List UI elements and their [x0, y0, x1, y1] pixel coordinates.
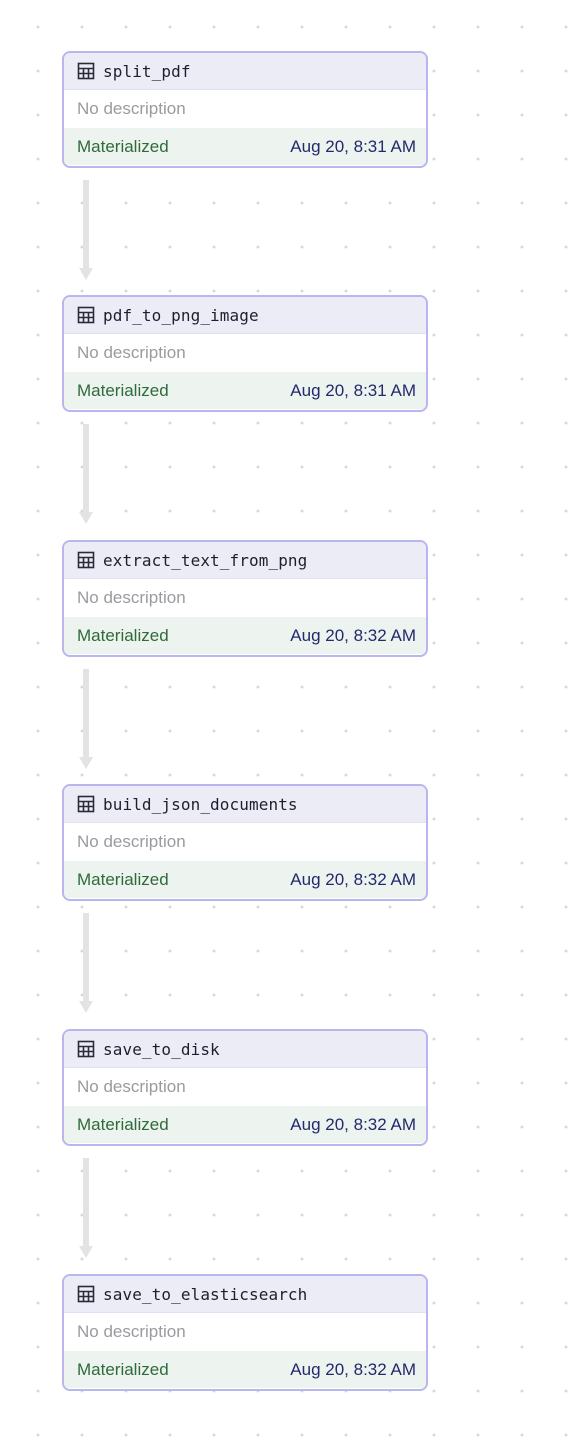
- status-label: Materialized: [77, 136, 169, 156]
- materialized-timestamp[interactable]: Aug 20, 8:31 AM: [290, 380, 416, 400]
- asset-name[interactable]: save_to_elasticsearch: [103, 1284, 308, 1304]
- asset-node-header[interactable]: split_pdf: [64, 53, 426, 90]
- asset-node-save-to-disk[interactable]: save_to_disk No description Materialized…: [62, 1029, 428, 1146]
- asset-description: No description: [64, 1068, 426, 1106]
- asset-name[interactable]: extract_text_from_png: [103, 550, 308, 570]
- asset-status-row: Materialized Aug 20, 8:31 AM: [64, 128, 426, 165]
- materialized-timestamp[interactable]: Aug 20, 8:32 AM: [290, 1114, 416, 1134]
- materialized-timestamp[interactable]: Aug 20, 8:32 AM: [290, 625, 416, 645]
- asset-description: No description: [64, 823, 426, 861]
- materialized-timestamp[interactable]: Aug 20, 8:32 AM: [290, 869, 416, 889]
- asset-name[interactable]: pdf_to_png_image: [103, 305, 259, 325]
- asset-description: No description: [64, 1313, 426, 1351]
- status-label: Materialized: [77, 1359, 169, 1379]
- asset-status-row: Materialized Aug 20, 8:32 AM: [64, 861, 426, 898]
- asset-node-pdf-to-png-image[interactable]: pdf_to_png_image No description Material…: [62, 295, 428, 412]
- asset-node-header[interactable]: save_to_elasticsearch: [64, 1276, 426, 1313]
- asset-node-header[interactable]: build_json_documents: [64, 786, 426, 823]
- asset-status-row: Materialized Aug 20, 8:32 AM: [64, 1106, 426, 1143]
- status-label: Materialized: [77, 869, 169, 889]
- status-label: Materialized: [77, 1114, 169, 1134]
- table-icon: [77, 1040, 95, 1058]
- table-icon: [77, 62, 95, 80]
- asset-status-row: Materialized Aug 20, 8:32 AM: [64, 617, 426, 654]
- table-icon: [77, 551, 95, 569]
- asset-description: No description: [64, 579, 426, 617]
- asset-node-header[interactable]: pdf_to_png_image: [64, 297, 426, 334]
- asset-node-build-json-documents[interactable]: build_json_documents No description Mate…: [62, 784, 428, 901]
- status-label: Materialized: [77, 625, 169, 645]
- table-icon: [77, 306, 95, 324]
- asset-node-extract-text-from-png[interactable]: extract_text_from_png No description Mat…: [62, 540, 428, 657]
- asset-name[interactable]: split_pdf: [103, 61, 191, 81]
- asset-status-row: Materialized Aug 20, 8:31 AM: [64, 372, 426, 409]
- asset-node-header[interactable]: save_to_disk: [64, 1031, 426, 1068]
- table-icon: [77, 795, 95, 813]
- asset-name[interactable]: build_json_documents: [103, 794, 298, 814]
- asset-description: No description: [64, 90, 426, 128]
- table-icon: [77, 1285, 95, 1303]
- asset-node-split-pdf[interactable]: split_pdf No description Materialized Au…: [62, 51, 428, 168]
- asset-node-header[interactable]: extract_text_from_png: [64, 542, 426, 579]
- materialized-timestamp[interactable]: Aug 20, 8:32 AM: [290, 1359, 416, 1379]
- asset-description: No description: [64, 334, 426, 372]
- status-label: Materialized: [77, 380, 169, 400]
- materialized-timestamp[interactable]: Aug 20, 8:31 AM: [290, 136, 416, 156]
- asset-node-save-to-elasticsearch[interactable]: save_to_elasticsearch No description Mat…: [62, 1274, 428, 1391]
- asset-name[interactable]: save_to_disk: [103, 1039, 220, 1059]
- asset-status-row: Materialized Aug 20, 8:32 AM: [64, 1351, 426, 1388]
